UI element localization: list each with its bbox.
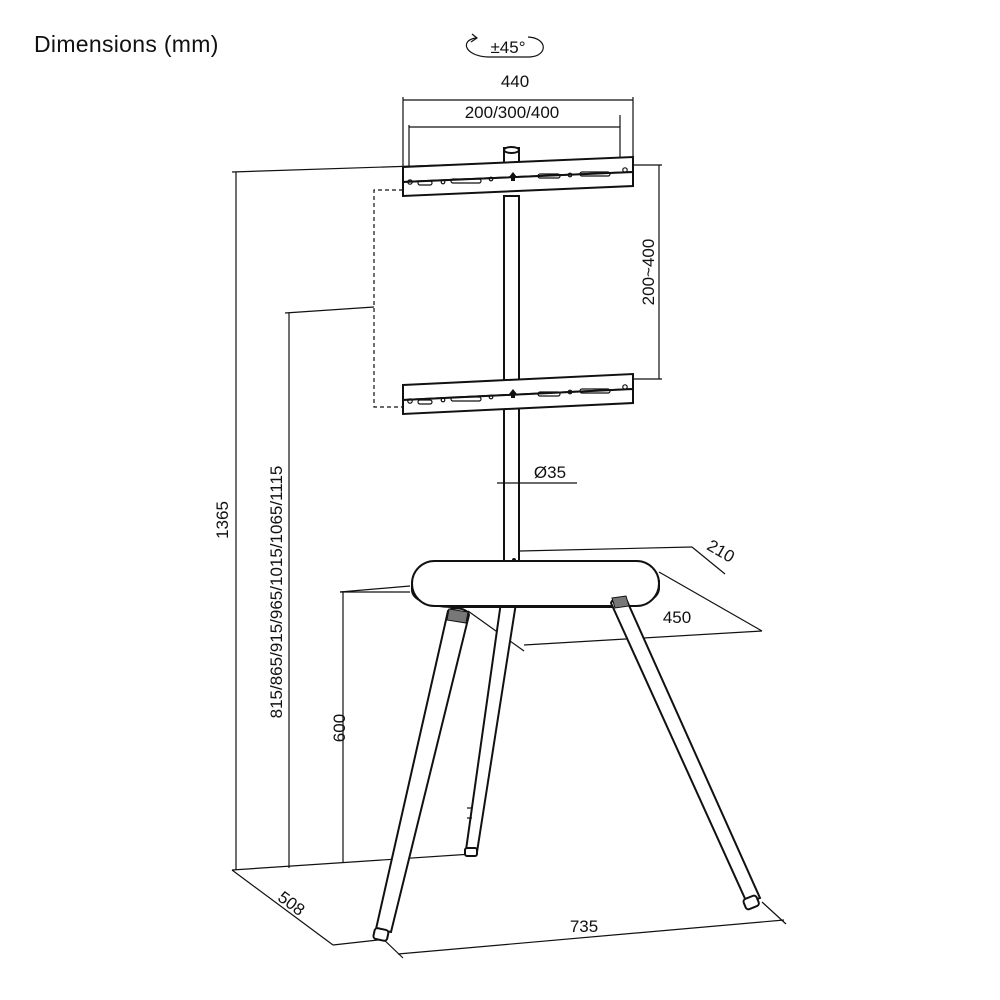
dim-bracket-width: 440 xyxy=(402,72,634,182)
up-arrow-icon xyxy=(509,172,517,181)
dim-pole-diameter: Ø35 xyxy=(497,463,577,484)
lower-bracket xyxy=(402,372,634,416)
dim-mount-heights: 815/865/915/965/1015/1065/1115 xyxy=(267,306,375,868)
rotation-indicator: ±45° xyxy=(465,33,544,58)
shelf-height-label: 600 xyxy=(330,714,349,742)
upper-bracket xyxy=(402,155,634,198)
back-leg xyxy=(464,600,518,857)
bracket-width-label: 440 xyxy=(501,72,529,91)
pole-diameter-label: Ø35 xyxy=(534,463,566,482)
pole xyxy=(503,146,520,571)
shelf-width-label: 450 xyxy=(663,608,691,627)
dim-shelf-height: 600 xyxy=(330,591,410,862)
vesa-height-label: 200~400 xyxy=(639,239,658,306)
vesa-widths-label: 200/300/400 xyxy=(465,103,560,122)
front-right-leg xyxy=(609,595,762,911)
dim-total-height: 1365 xyxy=(213,162,506,870)
total-height-label: 1365 xyxy=(213,501,232,539)
rotation-label: ±45° xyxy=(490,38,525,57)
page-title: Dimensions (mm) xyxy=(34,31,219,57)
mount-heights-label: 815/865/915/965/1015/1065/1115 xyxy=(267,466,286,719)
rotation-arrow-icon xyxy=(465,36,544,58)
base-width-label: 735 xyxy=(570,917,598,936)
up-arrow-icon xyxy=(509,389,517,398)
dim-base-width: 735 xyxy=(379,901,787,959)
dim-base-depth: 508 xyxy=(231,869,379,946)
floor-line xyxy=(231,853,473,871)
dim-vesa-height: 200~400 xyxy=(622,164,662,380)
tv-outline-dashed xyxy=(373,189,403,408)
rotation-arrowhead-icon xyxy=(470,33,479,43)
shelf-depth-label: 210 xyxy=(704,536,738,567)
front-left-leg xyxy=(372,607,471,942)
base-depth-label: 508 xyxy=(274,887,308,919)
